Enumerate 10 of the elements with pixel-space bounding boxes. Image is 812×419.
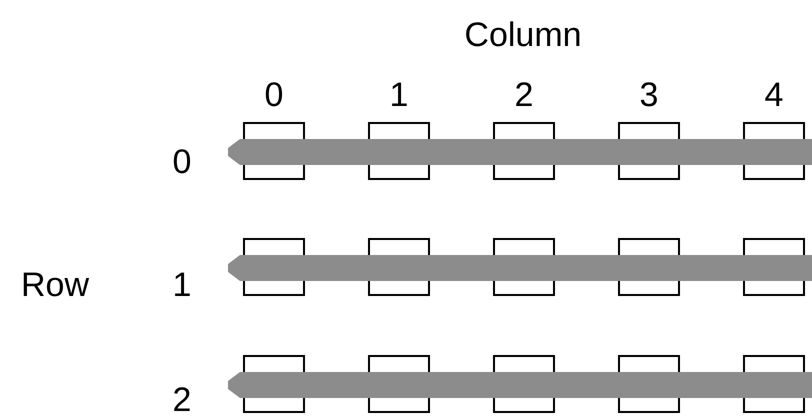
index-label: 4 <box>764 78 784 112</box>
index-label: 2 <box>172 383 192 417</box>
index-label: 0 <box>264 78 284 112</box>
axis-title: Row <box>20 268 90 302</box>
index-label: 2 <box>514 78 534 112</box>
index-label: 3 <box>640 78 658 112</box>
index-label: 1 <box>172 268 192 302</box>
axis-title: Column <box>464 18 582 52</box>
index-label: 1 <box>390 78 408 112</box>
index-label: 0 <box>172 145 192 179</box>
